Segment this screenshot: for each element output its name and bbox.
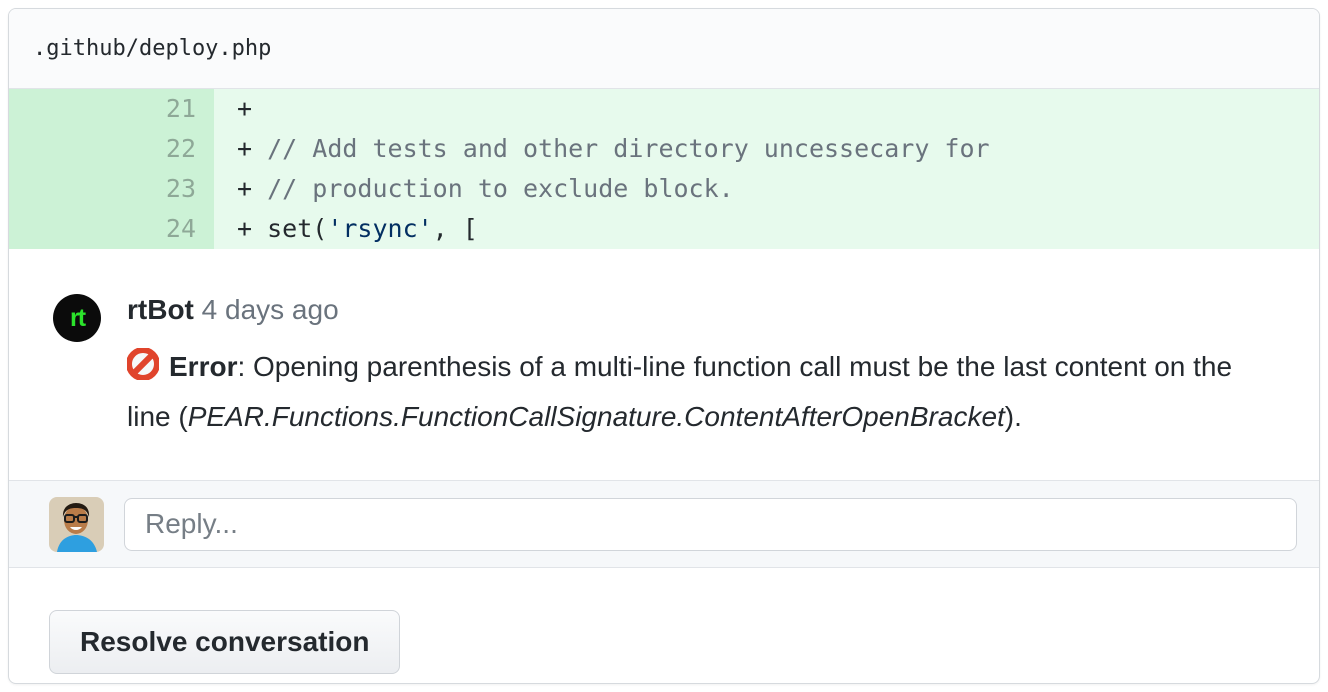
error-text-suffix: ). xyxy=(1004,401,1022,432)
diff-line-number[interactable]: 22 xyxy=(9,129,214,169)
comment-content: rtBot 4 days ago Error: Opening parenthe… xyxy=(127,294,1245,442)
code-segment-plain: + xyxy=(237,134,268,163)
user-avatar[interactable] xyxy=(49,496,104,552)
bot-avatar[interactable]: rt xyxy=(53,294,101,342)
reply-input[interactable] xyxy=(124,497,1297,551)
comment-meta: rtBot 4 days ago xyxy=(127,294,1245,326)
sniff-code: PEAR.Functions.FunctionCallSignature.Con… xyxy=(187,401,1005,432)
code-segment-plain: , [ xyxy=(432,214,478,243)
diff-line: 21 + xyxy=(9,89,1319,129)
comment-body: Error: Opening parenthesis of a multi-li… xyxy=(127,342,1245,442)
code-segment-comment: // Add tests and other directory uncesse… xyxy=(267,134,990,163)
bot-avatar-label: rt xyxy=(69,303,86,332)
error-label: Error xyxy=(169,351,238,382)
code-segment-comment: // production to exclude block. xyxy=(267,174,734,203)
comment-author-link[interactable]: rtBot xyxy=(127,294,194,325)
diff-line-code: + // production to exclude block. xyxy=(214,169,1319,209)
diff-line-number[interactable]: 24 xyxy=(9,209,214,249)
review-thread-card: .github/deploy.php 21+22+ // Add tests a… xyxy=(8,8,1320,684)
code-segment-plain: + xyxy=(237,174,268,203)
code-segment-plain: + xyxy=(237,94,253,123)
no-entry-icon xyxy=(127,348,159,380)
actions-bar: Resolve conversation xyxy=(9,568,1319,674)
diff-line: 24+ set('rsync', [ xyxy=(9,209,1319,249)
review-comment: rt rtBot 4 days ago Error: Opening paren… xyxy=(9,249,1319,481)
file-path: .github/deploy.php xyxy=(33,36,272,61)
diff-line-code: + xyxy=(214,89,1319,129)
diff-line: 22+ // Add tests and other directory unc… xyxy=(9,129,1319,169)
diff-line-number[interactable]: 23 xyxy=(9,169,214,209)
error-text: : Opening parenthesis of a multi-line fu… xyxy=(127,351,1233,432)
diff-line-code: + // Add tests and other directory unces… xyxy=(214,129,1319,169)
diff-line-number[interactable]: 21 xyxy=(9,89,214,129)
comment-timestamp-link[interactable]: 4 days ago xyxy=(201,294,339,325)
code-segment-string: 'rsync' xyxy=(327,214,433,243)
resolve-conversation-button[interactable]: Resolve conversation xyxy=(49,610,401,674)
diff-line: 23+ // production to exclude block. xyxy=(9,169,1319,209)
code-segment-plain: + set( xyxy=(237,214,328,243)
file-header: .github/deploy.php xyxy=(9,9,1319,89)
reply-strip xyxy=(9,481,1319,568)
user-avatar-image xyxy=(49,496,104,552)
diff-line-code: + set('rsync', [ xyxy=(214,209,1319,249)
diff-hunk: 21+22+ // Add tests and other directory … xyxy=(9,89,1319,249)
